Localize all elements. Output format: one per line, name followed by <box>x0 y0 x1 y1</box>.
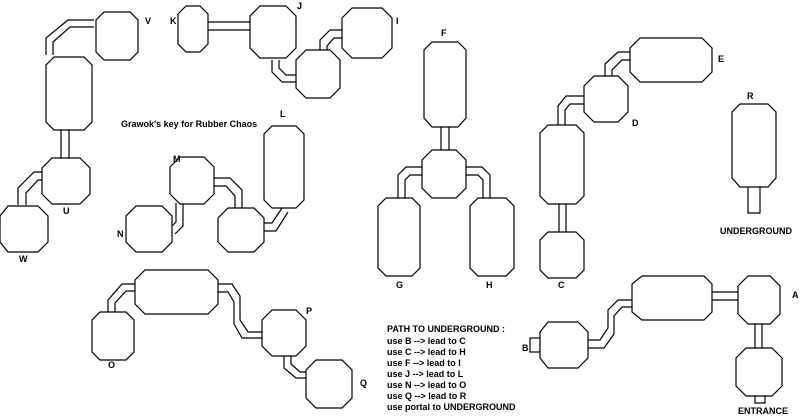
room-w <box>0 205 49 253</box>
label-e: E <box>718 54 724 64</box>
label-o: O <box>108 360 115 370</box>
room-entrance <box>735 347 783 397</box>
room-c <box>539 231 585 279</box>
corridor-o-big <box>107 283 135 312</box>
corridor-p-q <box>283 354 306 379</box>
room-b <box>539 321 589 369</box>
corridor-r-portal <box>747 187 761 214</box>
room-d <box>583 75 629 123</box>
path-step: use portal to UNDERGROUND <box>387 402 516 412</box>
room-mid <box>217 207 265 253</box>
corridor-j-sub <box>271 60 298 83</box>
room-g <box>377 197 421 277</box>
room-k <box>177 5 209 53</box>
room-j <box>249 5 297 59</box>
path-step: use B --> lead to C <box>387 336 466 346</box>
room-f <box>423 41 467 128</box>
label-w: W <box>19 254 28 264</box>
corridor-tall-u <box>60 130 70 158</box>
room-o <box>91 311 135 361</box>
path-step: use J --> lead to L <box>387 369 464 379</box>
path-instructions: PATH TO UNDERGROUND : use B --> lead to … <box>387 324 516 412</box>
corridor-d-c <box>557 95 584 125</box>
corridor-hub-g <box>397 166 422 198</box>
corridor-a-entr <box>754 322 763 348</box>
label-m: M <box>173 154 181 164</box>
label-entrance: ENTRANCE <box>738 406 788 416</box>
room-tall-c <box>539 124 585 205</box>
label-i: I <box>396 16 399 26</box>
room-n <box>125 205 173 253</box>
room-tall-left <box>45 56 93 131</box>
corridor-b-big <box>588 299 632 349</box>
room-r <box>731 103 777 188</box>
room-m <box>169 156 215 205</box>
path-step: use Q --> lead to R <box>387 391 467 401</box>
label-underground: UNDERGROUND <box>720 226 793 236</box>
corridor-mid-l <box>262 207 289 232</box>
corridor-i-sub <box>319 29 342 50</box>
room-v <box>95 11 139 61</box>
label-c: C <box>558 280 565 290</box>
corridor-e-d <box>604 51 630 76</box>
corridor-f-hub <box>440 127 450 150</box>
room-e <box>629 37 713 83</box>
path-step: use F --> lead to I <box>387 358 461 368</box>
b-stub <box>529 337 541 353</box>
label-j: J <box>297 1 302 11</box>
room-u <box>41 157 91 205</box>
label-p: P <box>306 306 312 316</box>
path-heading: PATH TO UNDERGROUND : <box>387 324 505 334</box>
label-h: H <box>486 280 493 290</box>
corridor-tallc-c <box>558 204 567 232</box>
label-n: N <box>117 229 124 239</box>
corridor-big-a <box>712 291 738 301</box>
room-big-right <box>631 275 713 321</box>
corridor-k-j <box>208 21 250 31</box>
path-step: use C --> lead to H <box>387 347 466 357</box>
room-a <box>737 275 781 325</box>
room-big-bottom <box>134 269 219 315</box>
room-labels: V K J I F E R D L M U N W G H C A P B O … <box>19 1 799 416</box>
label-r: R <box>747 91 754 101</box>
corridor-v-tall <box>45 19 94 55</box>
room-f-hub <box>421 149 467 199</box>
corridor-big-p <box>218 283 262 339</box>
label-l: L <box>280 109 286 119</box>
label-v: V <box>145 16 151 26</box>
room-ji-sub <box>295 49 341 99</box>
path-step: use N --> lead to O <box>387 380 466 390</box>
label-a: A <box>792 290 799 300</box>
label-k: K <box>170 16 177 26</box>
room-l <box>263 125 305 209</box>
label-d: D <box>632 118 639 128</box>
room-q <box>305 359 353 409</box>
label-u: U <box>63 206 70 216</box>
room-i <box>341 7 393 59</box>
label-b: B <box>522 343 529 353</box>
corridor-m-mid <box>212 177 243 208</box>
corridor-hub-h <box>466 166 491 198</box>
room-h <box>469 197 515 277</box>
label-f: F <box>441 28 447 38</box>
key-title: Grawok's key for Rubber Chaos <box>121 119 257 129</box>
room-p <box>261 309 307 357</box>
label-g: G <box>396 280 403 290</box>
label-q: Q <box>360 378 367 388</box>
rooms <box>0 5 783 409</box>
